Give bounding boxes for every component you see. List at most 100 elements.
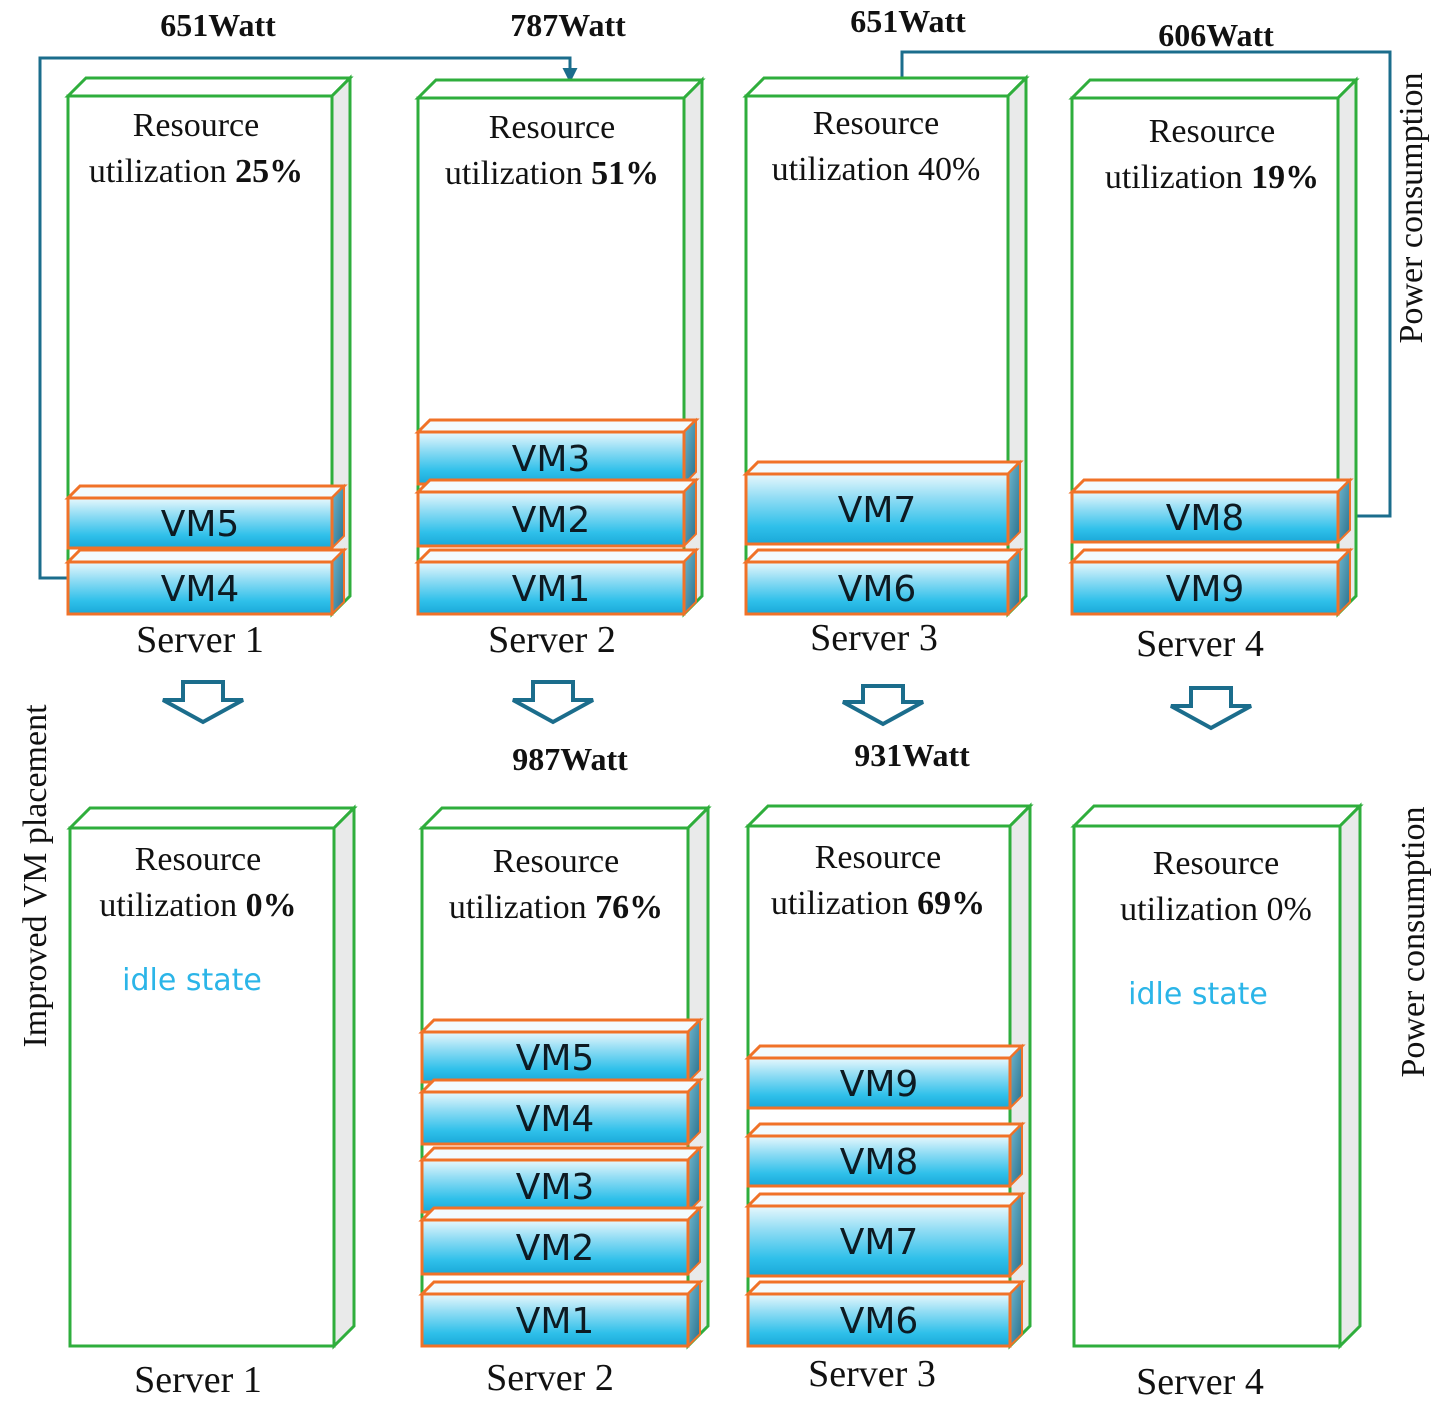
vm-side-face — [1009, 1279, 1023, 1349]
vm-block-vm1: VM1 — [414, 547, 700, 617]
vm-front-face — [744, 472, 1010, 546]
vm-top-face — [1068, 548, 1354, 564]
utilization-value: 76% — [595, 889, 663, 926]
vm-front-face — [66, 496, 334, 550]
transition-arrows — [162, 680, 1252, 731]
vm-top-face — [418, 1206, 704, 1222]
vm-side-face — [687, 1145, 701, 1215]
vm-top-face — [414, 548, 700, 564]
vm-side-face — [1009, 1043, 1023, 1111]
vm-label: VM4 — [516, 1099, 595, 1140]
vm-label: VM2 — [512, 500, 591, 541]
vm-top-face — [64, 548, 348, 564]
vm-label: VM2 — [516, 1228, 595, 1269]
utilization-value: 40% — [918, 151, 980, 188]
vm-side-face — [331, 547, 345, 617]
migration-arrow-s4-to-s3 — [894, 50, 1392, 518]
vm-label: VM7 — [840, 1222, 919, 1263]
side-label-power-top: Power consumption — [1393, 72, 1430, 343]
vm-label: VM6 — [838, 569, 917, 610]
vm-block-vm3: VM3 — [418, 1145, 704, 1215]
vm-top-face — [414, 418, 700, 434]
resource-label: Resource — [1149, 113, 1276, 150]
vm-top-face — [418, 1280, 704, 1296]
power-watt-label: 787Watt — [510, 7, 626, 43]
vm-side-face — [331, 483, 345, 551]
power-watt-label: 606Watt — [1158, 17, 1274, 53]
vm-label: VM1 — [516, 1301, 595, 1342]
vm-front-face — [746, 1204, 1012, 1278]
vm-block-vm9: VM9 — [744, 1043, 1026, 1111]
vm-side-face — [687, 1205, 701, 1277]
utilization-word: utilization — [1105, 159, 1251, 196]
vm-top-face — [1068, 478, 1354, 494]
utilization-value: 19% — [1251, 159, 1319, 196]
utilization-word: utilization — [771, 885, 917, 922]
server-name-label: Server 2 — [486, 1357, 614, 1399]
vm-block-vm6: VM6 — [744, 1279, 1026, 1349]
vm-front-face — [744, 560, 1010, 616]
vm-top-face — [418, 1078, 704, 1094]
server-top-face — [1068, 78, 1360, 100]
vm-side-face — [1337, 547, 1351, 617]
utilization-label: utilization 40% — [772, 151, 981, 188]
vm-label: VM3 — [516, 1167, 595, 1208]
resource-label: Resource — [813, 105, 940, 142]
resource-label: Resource — [135, 841, 262, 878]
vm-front-face — [746, 1134, 1012, 1188]
vm-block-vm5: VM5 — [64, 483, 348, 551]
vm-front-face — [1070, 560, 1340, 616]
server-top-face — [64, 76, 354, 98]
vm-front-face — [420, 1158, 690, 1214]
vm-front-face — [416, 560, 686, 616]
utilization-word: utilization — [449, 889, 595, 926]
power-watt-label: 931Watt — [854, 737, 970, 773]
resource-label: Resource — [493, 843, 620, 880]
server-name-label: Server 4 — [1136, 1361, 1264, 1403]
utilization-label: utilization 76% — [449, 889, 663, 926]
vm-label: VM9 — [840, 1064, 919, 1105]
server-name-label: Server 3 — [810, 617, 938, 659]
resource-label: Resource — [133, 107, 260, 144]
server-top-face — [744, 804, 1034, 828]
utilization-word: utilization — [445, 155, 591, 192]
vm-front-face — [746, 1056, 1012, 1110]
vm-front-face — [416, 490, 686, 548]
vm-block-vm6: VM6 — [742, 547, 1024, 617]
vm-front-face — [420, 1090, 690, 1146]
idle-state-label: idle state — [122, 963, 262, 998]
server-side-face — [332, 804, 356, 1350]
vm-block-vm5: VM5 — [418, 1017, 704, 1085]
vm-top-face — [744, 1044, 1026, 1060]
vm-side-face — [683, 417, 697, 487]
resource-label: Resource — [489, 109, 616, 146]
server-name-label: Server 3 — [808, 1353, 936, 1395]
down-arrow-icon — [1170, 686, 1252, 731]
vm-side-face — [1007, 547, 1021, 617]
vm-side-face — [1337, 477, 1351, 545]
vm-top-face — [744, 1122, 1026, 1138]
server-name-label: Server 1 — [134, 1359, 262, 1401]
utilization-word: utilization — [772, 151, 918, 188]
vm-side-face — [683, 547, 697, 617]
server-front-face — [1072, 824, 1342, 1348]
vm-label: VM5 — [516, 1038, 595, 1079]
power-watt-label: 651Watt — [160, 7, 276, 43]
resource-label: Resource — [815, 839, 942, 876]
power-watt-label: 987Watt — [512, 741, 628, 777]
vm-label: VM8 — [1166, 498, 1245, 539]
vm-front-face — [420, 1030, 690, 1084]
vm-top-face — [742, 460, 1024, 476]
utilization-label: utilization 19% — [1105, 159, 1319, 196]
vm-top-face — [414, 478, 700, 494]
vm-top-face — [418, 1018, 704, 1034]
utilization-label: utilization 25% — [89, 153, 303, 190]
